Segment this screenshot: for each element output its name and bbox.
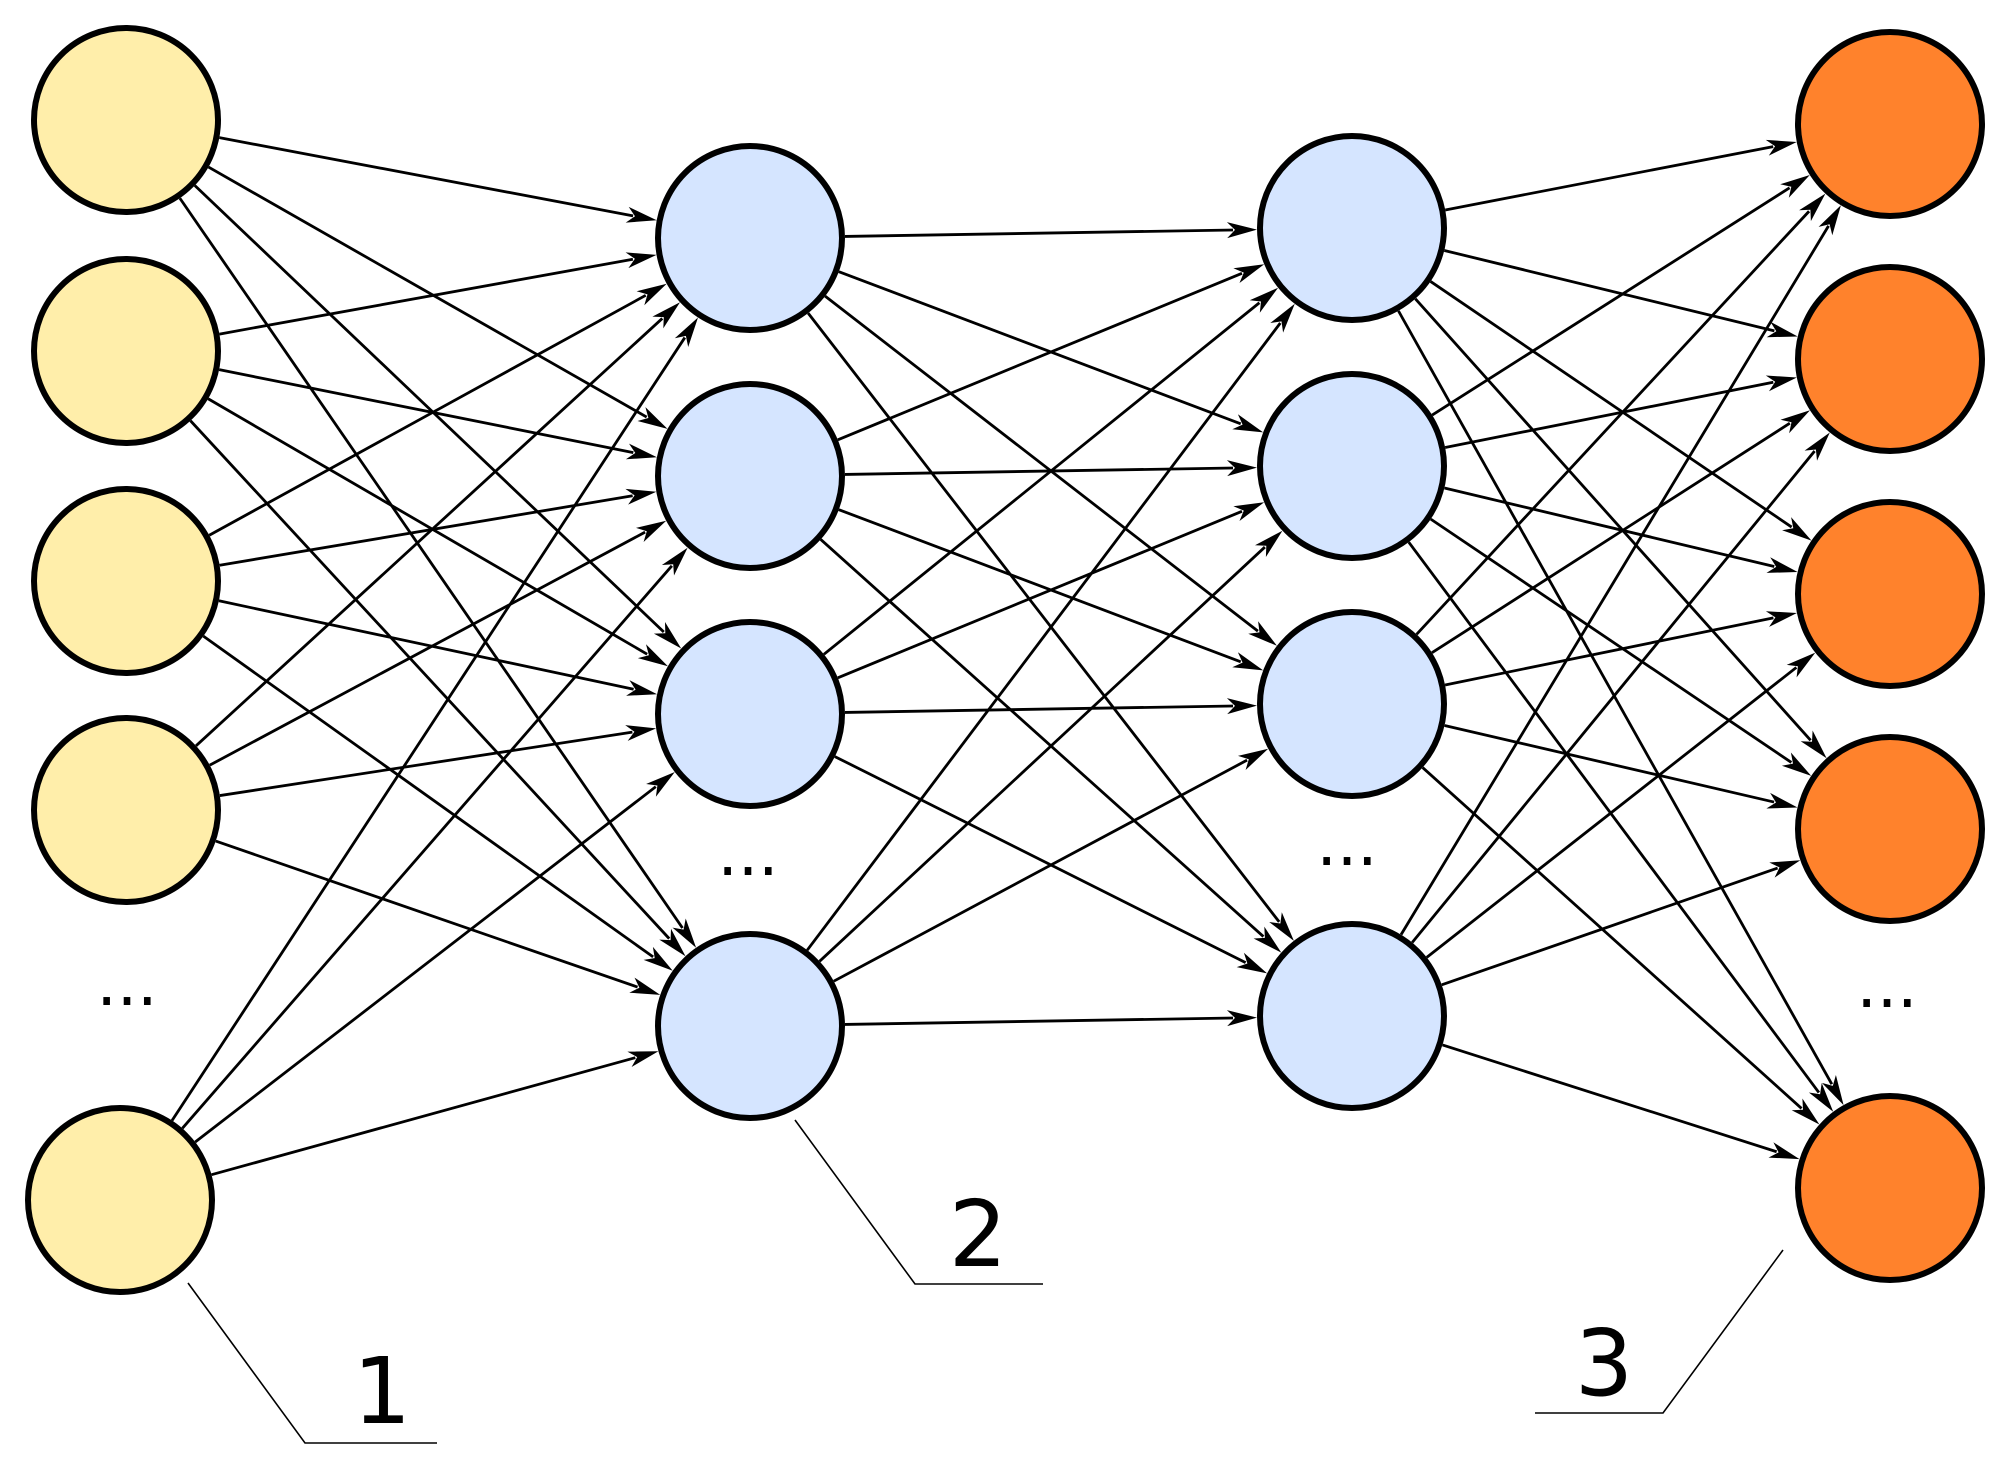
hidden-1-neuron-1 xyxy=(655,143,845,333)
connection-1-1-0 xyxy=(837,264,1265,442)
callout-2-leader xyxy=(794,1119,1043,1285)
output-layer-ellipsis: ... xyxy=(1856,949,1917,1023)
hidden-2-neuron-1 xyxy=(1257,133,1447,323)
connection-0-0-0 xyxy=(219,136,657,223)
connection-0-2-1 xyxy=(219,488,657,567)
connection-2-2-1 xyxy=(1431,410,1810,654)
connection-0-3-0 xyxy=(195,302,680,747)
connection-0-2-2 xyxy=(218,599,658,696)
connection-1-0-0 xyxy=(844,222,1257,239)
hidden-2-neuron-2 xyxy=(1257,371,1447,561)
connection-0-4-1 xyxy=(181,547,688,1130)
connection-0-3-2 xyxy=(219,725,657,797)
connection-0-3-3 xyxy=(215,839,661,995)
callout-3-leader xyxy=(1535,1249,1784,1414)
connection-1-2-1 xyxy=(837,502,1265,680)
connection-2-1-3 xyxy=(1429,517,1812,776)
connection-1-0-3 xyxy=(807,312,1294,941)
connection-2-1-0 xyxy=(1431,175,1810,417)
connection-0-4-0 xyxy=(170,317,698,1122)
callout-1-label: 1 xyxy=(353,1338,412,1445)
output-neuron-1 xyxy=(1795,29,1985,219)
connection-2-2-2 xyxy=(1444,611,1797,687)
hidden-layer-2-ellipsis: ... xyxy=(1316,807,1377,881)
connection-2-3-4 xyxy=(1442,1043,1800,1160)
connection-2-1-1 xyxy=(1444,375,1797,449)
callout-input-layer: 1 xyxy=(187,1282,437,1445)
callout-output-layer: 3 xyxy=(1535,1249,1784,1417)
callout-2-label: 2 xyxy=(949,1181,1008,1288)
input-layer-ellipsis: ... xyxy=(96,947,157,1021)
connection-1-3-2 xyxy=(833,748,1269,983)
input-neuron-5 xyxy=(25,1105,215,1295)
output-neuron-2 xyxy=(1795,264,1985,454)
connection-0-0-1 xyxy=(207,165,668,429)
input-neuron-2 xyxy=(31,256,221,446)
output-neuron-4 xyxy=(1795,734,1985,924)
callout-3-label: 3 xyxy=(1575,1310,1634,1417)
connection-1-1-2 xyxy=(838,508,1264,671)
connection-0-2-0 xyxy=(208,283,667,537)
connection-1-0-2 xyxy=(824,295,1277,646)
hidden-1-neuron-3 xyxy=(655,619,845,809)
connection-1-2-0 xyxy=(823,287,1279,656)
connection-2-0-3 xyxy=(1414,297,1827,759)
connections xyxy=(170,136,1844,1177)
connection-2-3-3 xyxy=(1441,860,1801,987)
input-neuron-4 xyxy=(31,715,221,905)
hidden-2-neuron-4 xyxy=(1257,921,1447,1111)
connection-0-3-1 xyxy=(209,520,667,767)
connection-1-0-1 xyxy=(838,270,1264,433)
hidden-1-neuron-4 xyxy=(655,931,845,1121)
callout-hidden-layer: 2 xyxy=(794,1119,1043,1288)
connection-0-4-3 xyxy=(211,1051,659,1177)
input-neuron-3 xyxy=(31,486,221,676)
neurons xyxy=(25,25,1985,1295)
connection-2-0-1 xyxy=(1443,249,1798,338)
connection-2-3-1 xyxy=(1411,432,1830,944)
connection-1-2-3 xyxy=(834,755,1268,974)
connection-0-4-2 xyxy=(194,772,675,1144)
connection-2-1-4 xyxy=(1407,541,1834,1112)
connection-2-2-0 xyxy=(1415,193,1826,636)
output-neuron-3 xyxy=(1795,499,1985,689)
connection-1-1-3 xyxy=(819,538,1282,953)
hidden-2-neuron-3 xyxy=(1257,609,1447,799)
connection-1-3-3 xyxy=(844,1010,1257,1027)
connection-2-0-0 xyxy=(1445,139,1797,212)
hidden-1-neuron-2 xyxy=(655,381,845,571)
connection-0-0-2 xyxy=(193,184,682,649)
connection-0-1-3 xyxy=(189,419,686,957)
hidden-layer-1-ellipsis: ... xyxy=(717,817,778,891)
connection-2-1-2 xyxy=(1444,486,1798,573)
connection-2-2-3 xyxy=(1444,724,1798,809)
connection-2-3-2 xyxy=(1425,652,1816,959)
connection-1-1-1 xyxy=(844,460,1257,477)
connection-1-3-1 xyxy=(818,530,1283,963)
connection-1-2-2 xyxy=(844,698,1257,715)
callout-1-leader xyxy=(187,1282,437,1444)
connection-0-1-1 xyxy=(218,368,657,460)
connection-0-0-3 xyxy=(178,197,697,948)
connection-2-3-0 xyxy=(1399,205,1841,936)
input-neuron-1 xyxy=(31,25,221,215)
connection-0-1-0 xyxy=(219,252,657,336)
connection-0-1-2 xyxy=(207,397,668,667)
connection-1-3-0 xyxy=(806,303,1295,952)
connection-2-0-2 xyxy=(1429,280,1812,541)
connection-0-2-3 xyxy=(202,635,673,971)
connection-2-2-4 xyxy=(1421,766,1820,1125)
connection-2-0-4 xyxy=(1397,310,1844,1106)
output-neuron-5 xyxy=(1795,1093,1985,1283)
